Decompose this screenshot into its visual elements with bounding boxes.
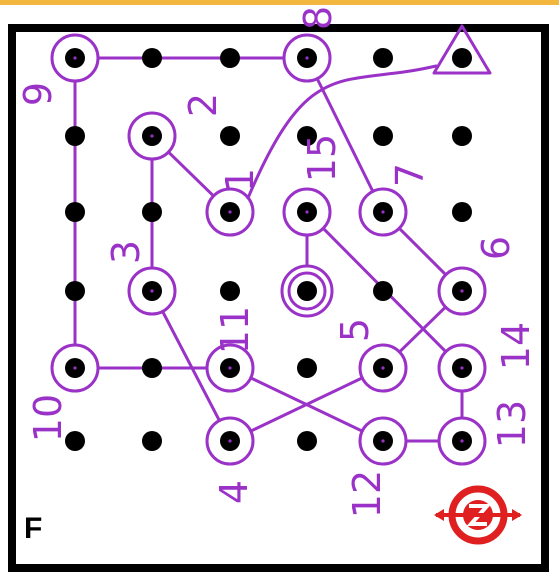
control-number-label: 11 — [213, 306, 257, 354]
control-ring — [205, 416, 255, 466]
dot-grid — [65, 48, 472, 451]
control-center — [381, 439, 385, 443]
grid-dot — [452, 202, 472, 222]
course-leg-start — [246, 64, 438, 200]
control-center — [460, 439, 464, 443]
control-ring — [282, 187, 332, 237]
control-number-label: 13 — [490, 400, 534, 448]
control-number-label: 4 — [212, 480, 256, 504]
control-ring — [358, 416, 408, 466]
grid-dot — [142, 48, 162, 68]
control-ring — [50, 33, 100, 83]
grid-dot — [65, 126, 85, 146]
course-leg — [397, 226, 448, 277]
control-ring — [205, 343, 255, 393]
control-ring — [437, 343, 487, 393]
course-leg — [315, 77, 375, 193]
control-number-label: 10 — [26, 394, 70, 442]
control-ring — [50, 343, 100, 393]
compass-logo — [434, 485, 522, 545]
grid-dot — [142, 202, 162, 222]
control-number-label: 15 — [300, 134, 344, 182]
grid-dot — [142, 358, 162, 378]
control-center — [228, 366, 232, 370]
control-center — [460, 366, 464, 370]
control-number-label: 7 — [388, 163, 432, 187]
control-ring — [127, 266, 177, 316]
course-leg — [249, 376, 364, 433]
map-frame — [8, 24, 549, 572]
control-ring — [358, 187, 408, 237]
control-center — [73, 366, 77, 370]
control-number-label: 1 — [218, 168, 262, 192]
control-center — [381, 210, 385, 214]
grid-dot — [373, 48, 393, 68]
control-ring — [437, 416, 487, 466]
control-ring — [127, 111, 177, 161]
course-layer — [73, 56, 464, 443]
grid-dot — [452, 126, 472, 146]
control-number-label: 2 — [181, 93, 225, 117]
control-center — [305, 56, 309, 60]
control-number-label: 14 — [494, 322, 538, 370]
start-triangle — [432, 24, 492, 75]
control-center — [381, 366, 385, 370]
grid-dot — [220, 48, 240, 68]
map-letter: F — [24, 512, 42, 545]
course-leg — [161, 309, 221, 423]
grid-dot — [297, 431, 317, 451]
control-number-label: 3 — [104, 240, 148, 264]
control-ring — [358, 343, 408, 393]
grid-dot — [297, 126, 317, 146]
control-number-label: 8 — [296, 6, 340, 30]
finish-outer-ring — [280, 264, 334, 318]
grid-dot — [297, 281, 317, 301]
control-center — [150, 289, 154, 293]
grid-dot — [65, 281, 85, 301]
grid-dot — [220, 281, 240, 301]
grid-dot — [65, 431, 85, 451]
control-ring — [437, 266, 487, 316]
control-center — [150, 134, 154, 138]
control-number-label: 9 — [16, 82, 60, 106]
control-ring — [282, 33, 332, 83]
control-number-label: 12 — [345, 470, 389, 518]
grid-dot — [297, 358, 317, 378]
control-center — [73, 56, 77, 60]
grid-dot — [65, 202, 85, 222]
control-center — [460, 289, 464, 293]
grid-dot — [373, 126, 393, 146]
control-rings — [50, 24, 492, 466]
control-number-label: 5 — [333, 318, 377, 342]
grid-dot — [452, 48, 472, 68]
control-number-label: 6 — [474, 236, 518, 260]
top-strip — [0, 0, 559, 5]
control-center — [228, 439, 232, 443]
grid-dot — [220, 126, 240, 146]
finish-inner-ring — [287, 271, 327, 311]
grid-dot — [373, 281, 393, 301]
control-center — [228, 210, 232, 214]
control-ring — [205, 187, 255, 237]
grid-dot — [142, 431, 162, 451]
control-center — [305, 210, 309, 214]
course-leg — [166, 150, 216, 198]
